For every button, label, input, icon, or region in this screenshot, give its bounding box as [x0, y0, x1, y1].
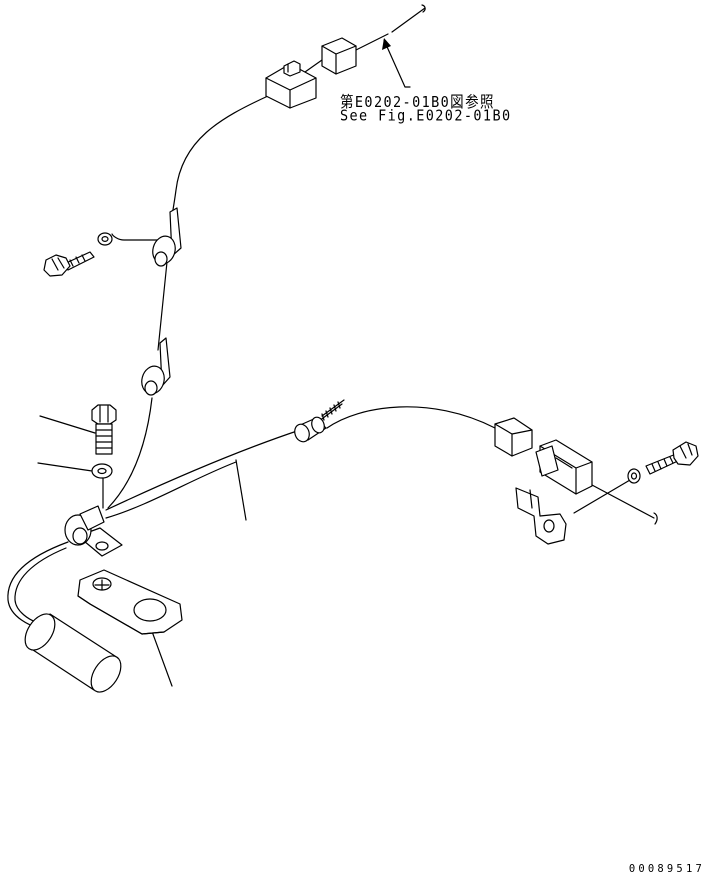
reference-arrow [382, 38, 411, 88]
reference-note-english: See Fig.E0202-01B0 [340, 107, 512, 125]
bolt-lower-left [91, 404, 117, 455]
washer-lower-left [91, 463, 113, 479]
upper-connector-housing [265, 60, 317, 109]
leader-bolt-lower [39, 415, 96, 434]
right-continuation-wire [573, 479, 658, 525]
mounting-plate [77, 569, 183, 635]
upper-clamp-2 [141, 337, 171, 396]
bolt-upper-left [43, 251, 95, 277]
upper-clamp-1 [152, 207, 182, 267]
leader-plate [149, 625, 173, 687]
harness-boot [294, 416, 327, 443]
leader-washer-lower [37, 462, 93, 472]
figure-number: 00089517 [628, 863, 705, 875]
reference-note-japanese: 第E0202-01B0図参照 [340, 93, 495, 112]
sensor-wire [7, 541, 69, 629]
bolt-right [645, 441, 699, 475]
braided-wire-segment [318, 399, 345, 422]
lower-clamp [64, 505, 123, 557]
right-connector-housing [535, 439, 593, 495]
main-harness [105, 406, 496, 521]
right-connector-plug [494, 417, 533, 457]
right-bracket [515, 487, 567, 545]
break-mark-top [421, 4, 426, 13]
washer-upper-left [97, 232, 113, 246]
sensor-cylinder [24, 613, 122, 693]
upper-connector-plug [321, 37, 357, 75]
washer-right [627, 468, 641, 484]
